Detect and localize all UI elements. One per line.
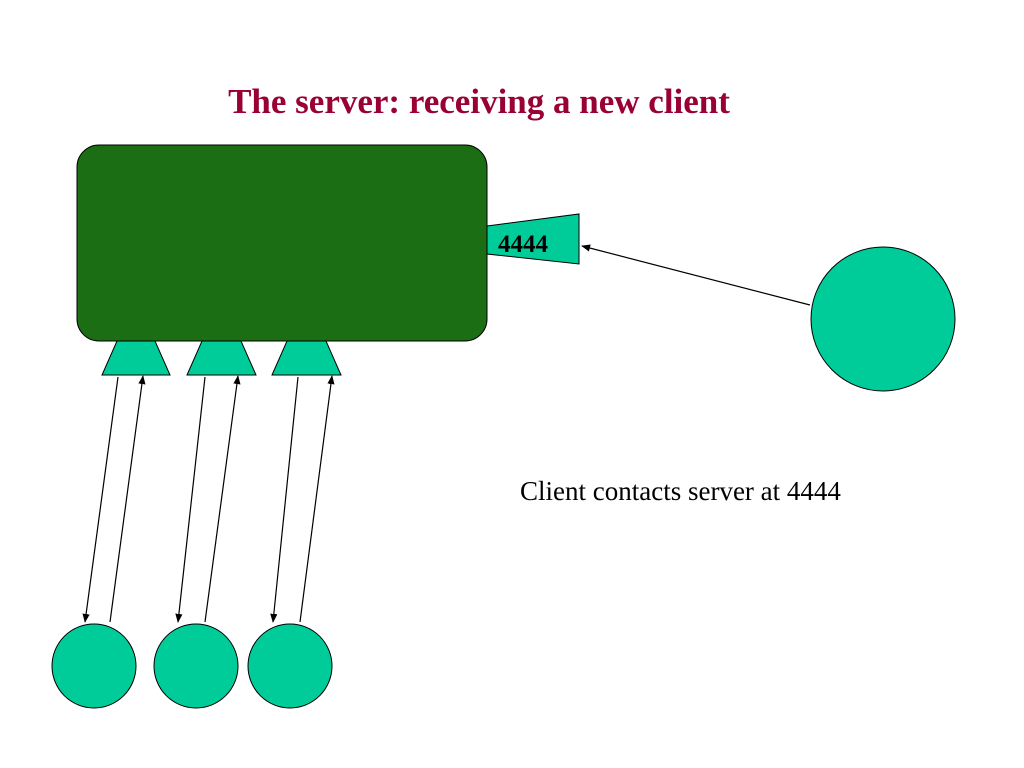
connection-arrow-down-2 bbox=[175, 376, 206, 623]
listening-port-socket bbox=[486, 213, 580, 265]
client-node-2 bbox=[153, 623, 239, 709]
connection-arrow-up-3 bbox=[299, 375, 335, 623]
connection-arrow-up-1 bbox=[109, 375, 146, 623]
client-node-3 bbox=[247, 623, 333, 709]
slide-title: The server: receiving a new client bbox=[228, 82, 730, 121]
new-client-arrow bbox=[581, 244, 811, 306]
server-box bbox=[76, 144, 488, 342]
listening-port-label: 4444 bbox=[498, 231, 549, 258]
client-node-1 bbox=[51, 623, 137, 709]
connection-arrow-down-1 bbox=[82, 376, 119, 623]
connection-arrow-down-3 bbox=[270, 376, 299, 623]
client-socket-1 bbox=[101, 340, 171, 376]
diagram-caption: Client contacts server at 4444 bbox=[520, 476, 841, 506]
connection-arrow-up-2 bbox=[204, 375, 241, 623]
new-client-node bbox=[810, 246, 956, 392]
client-socket-2 bbox=[186, 340, 257, 376]
client-socket-3 bbox=[271, 340, 342, 376]
